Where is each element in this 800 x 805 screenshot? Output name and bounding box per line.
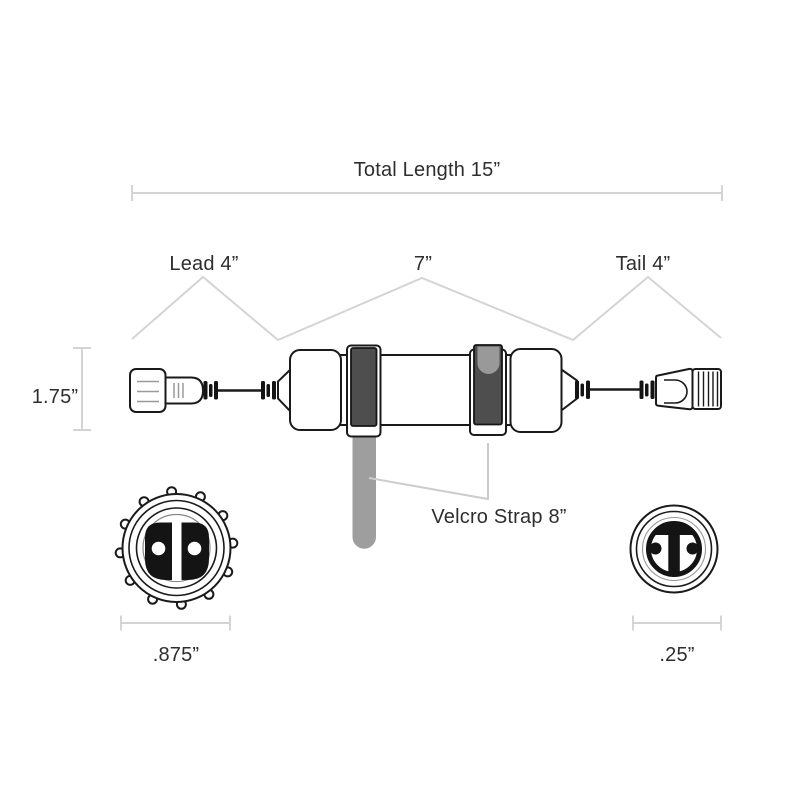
tail-cable-assembly — [575, 367, 722, 411]
lead-cap-detail-lines — [137, 380, 159, 403]
innermost-ring — [142, 513, 211, 583]
middle-ring — [128, 499, 225, 597]
tail-length-label: Tail 4” — [616, 253, 671, 275]
lead-connector-diameter-label: .875” — [153, 644, 200, 666]
socket-pin-hole-right — [187, 541, 202, 556]
body-length-label: 7” — [414, 253, 432, 275]
plug-pin-right — [686, 542, 699, 555]
body-height-label: 1.75” — [32, 386, 79, 408]
socket-key-slot — [172, 521, 182, 581]
lead-plug-detail-lines — [173, 383, 184, 398]
height-dimension: 1.75” — [32, 347, 91, 431]
device-left-end-bell — [289, 349, 342, 431]
socket-pin-hole-left — [151, 541, 166, 556]
velcro-strap-label: Velcro Strap 8” — [431, 506, 566, 528]
velcro-band-fold — [477, 346, 500, 374]
lead-cable-assembly — [129, 368, 276, 413]
tail-connector-threaded-cap — [691, 368, 722, 410]
velcro-strap-tail — [352, 430, 376, 549]
inner-ring — [135, 507, 218, 589]
section-dimensions: Lead 4” 7” Tail 4” — [131, 253, 722, 342]
velcro-band-right — [469, 344, 507, 436]
tail-strain-ribs — [575, 380, 655, 399]
section-leader-zigzag — [131, 275, 722, 342]
inner-ring — [641, 516, 707, 582]
lead-connector-face-view: .875” — [114, 486, 239, 666]
tail-connector-diameter-label: .25” — [659, 644, 694, 666]
lead-length-label: Lead 4” — [169, 253, 238, 275]
tail-diameter-dimension: .25” — [632, 615, 722, 666]
cable-assembly-side-view — [129, 344, 722, 549]
tail-cap-thread-lines — [697, 371, 719, 407]
lead-connector-cap — [129, 368, 167, 413]
velcro-strap-callout: Velcro Strap 8” — [368, 443, 566, 528]
lead-strain-ribs — [203, 381, 276, 400]
device-right-end-bell — [509, 348, 563, 433]
total-length-dimension: Total Length 15” — [131, 159, 723, 201]
tail-connector-face-view: .25” — [629, 504, 722, 666]
middle-ring — [635, 510, 713, 588]
lead-diameter-dimension: .875” — [120, 615, 231, 666]
plug-face-key — [647, 523, 701, 575]
tail-strain-funnel — [559, 366, 578, 414]
velcro-band-left — [346, 344, 382, 438]
callout-leader-line — [368, 443, 489, 501]
total-length-label: Total Length 15” — [354, 159, 501, 181]
tail-connector-slot — [664, 379, 688, 404]
plug-pin-left — [649, 542, 662, 555]
velcro-band-dark — [350, 347, 378, 427]
